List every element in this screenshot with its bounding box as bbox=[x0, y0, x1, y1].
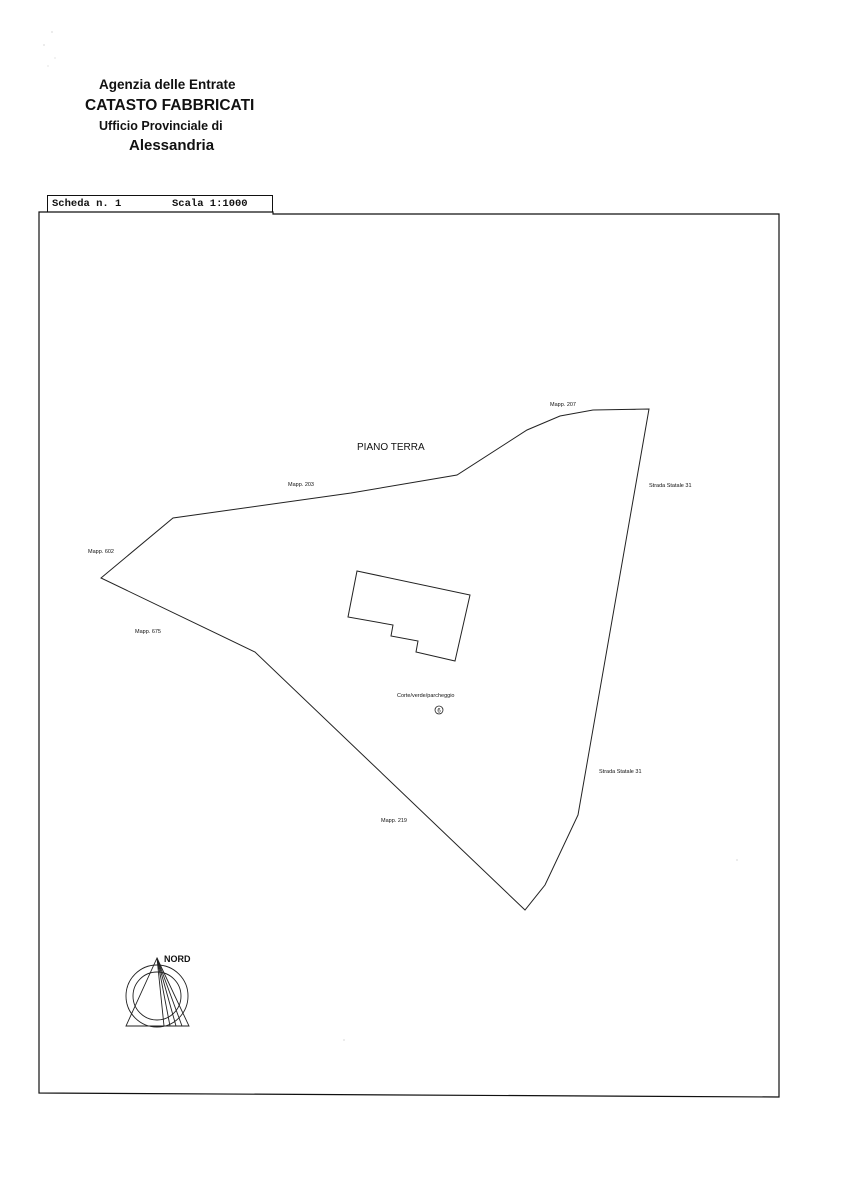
sheet-scale: Scala 1:1000 bbox=[172, 198, 248, 210]
north-arrow-label: NORD bbox=[164, 954, 191, 964]
city-name: Alessandria bbox=[129, 137, 215, 154]
sheet-number: Scheda n. 1 bbox=[52, 198, 122, 210]
boundary-label-north: Mapp. 207 bbox=[550, 402, 576, 408]
boundary-label-east-lower: Strada Statale 31 bbox=[599, 769, 642, 775]
agency-name: Agenzia delle Entrate bbox=[99, 77, 236, 92]
office-name: Ufficio Provinciale di bbox=[99, 119, 223, 133]
subalterno-marker: 6 bbox=[434, 705, 444, 715]
building-footprint bbox=[347, 570, 471, 662]
document-header: Agenzia delle Entrate CATASTO FABBRICATI… bbox=[0, 0, 849, 170]
lot-boundary bbox=[100, 408, 650, 911]
sheet-info-tab: Scheda n. 1 Scala 1:1000 bbox=[47, 195, 273, 212]
north-arrow-icon bbox=[125, 956, 190, 1028]
sheet-frame bbox=[38, 211, 780, 1098]
department-name: CATASTO FABBRICATI bbox=[85, 97, 255, 114]
floor-label: PIANO TERRA bbox=[357, 442, 425, 453]
scan-specks bbox=[43, 31, 738, 1041]
boundary-label-southwest: Mapp. 675 bbox=[135, 629, 161, 635]
court-label: Corte/verde/parcheggio bbox=[397, 693, 454, 699]
subalterno-number: 6 bbox=[437, 709, 441, 715]
boundary-label-south: Mapp. 219 bbox=[381, 818, 407, 824]
boundary-label-east-upper: Strada Statale 31 bbox=[649, 483, 692, 489]
boundary-label-northwest: Mapp. 203 bbox=[288, 482, 314, 488]
boundary-label-west: Mapp. 602 bbox=[88, 549, 114, 555]
